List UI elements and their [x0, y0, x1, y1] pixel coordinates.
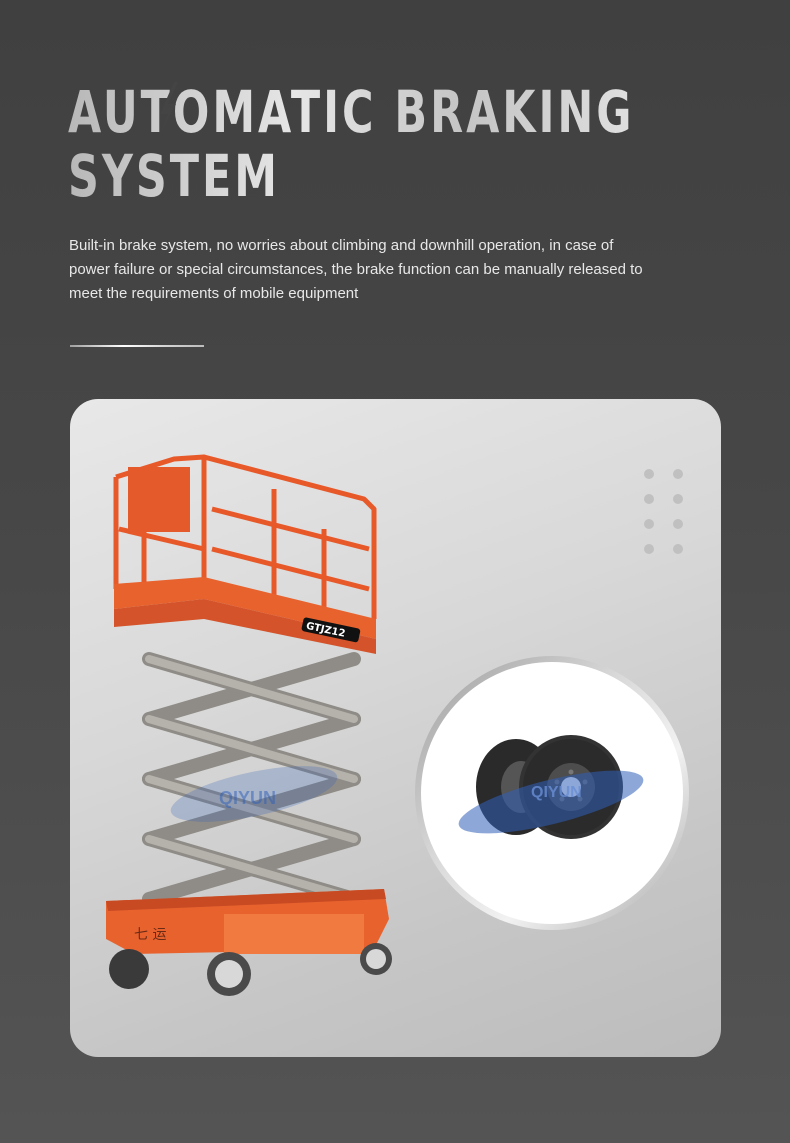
product-card: GTJZ12 七 运 QIYUN: [70, 399, 721, 1057]
decorative-dots: [644, 469, 683, 554]
lightning-bolt-icon: [158, 82, 178, 138]
scissor-lift-image: GTJZ12 七 运 QIYUN: [106, 454, 392, 996]
divider-line: [70, 345, 204, 347]
description-text: Built-in brake system, no worries about …: [69, 237, 643, 302]
brake-disc-image: QIYUN: [458, 735, 644, 839]
title-line-2: SYSTEM: [68, 142, 280, 210]
brake-disc-frame: QIYUN: [415, 656, 689, 930]
svg-text:QIYUN: QIYUN: [531, 784, 582, 801]
svg-text:QIYUN: QIYUN: [219, 788, 276, 808]
svg-text:七 运: 七 运: [134, 927, 166, 943]
